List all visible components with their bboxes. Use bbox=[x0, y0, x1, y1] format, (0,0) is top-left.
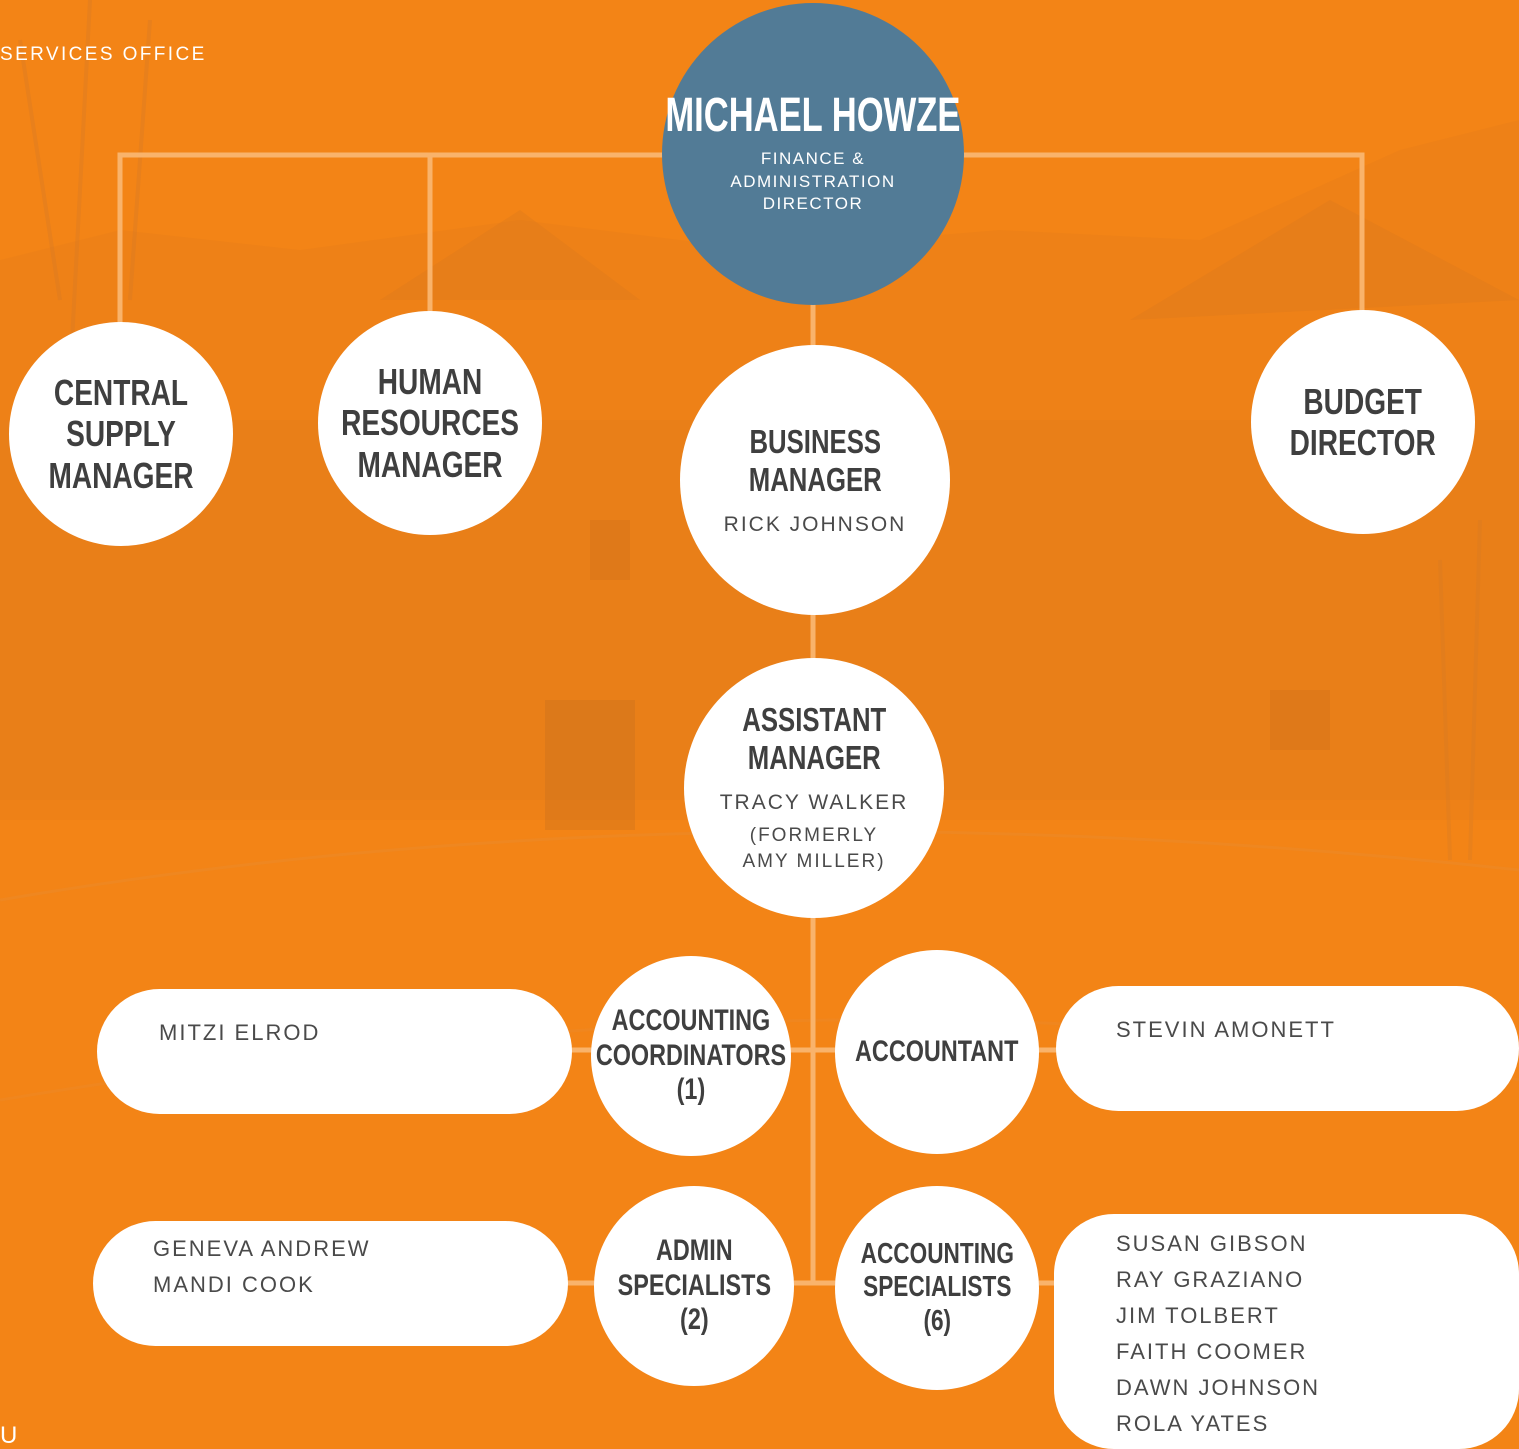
accountant-node: ACCOUNTANT bbox=[835, 950, 1039, 1154]
accounting-coordinators-members: MITZI ELROD bbox=[159, 1015, 320, 1051]
member-name: ROLA YATES bbox=[1116, 1411, 1270, 1436]
budget-director-title: BUDGET DIRECTOR bbox=[1289, 380, 1437, 463]
member-name: JIM TOLBERT bbox=[1116, 1303, 1280, 1328]
business-manager-node: BUSINESS MANAGER RICK JOHNSON bbox=[680, 345, 950, 615]
accounting-coordinators-members-card: MITZI ELROD bbox=[97, 989, 572, 1114]
assistant-manager-former-note: (FORMERLY AMY MILLER) bbox=[742, 825, 886, 872]
budget-director-node: BUDGET DIRECTOR bbox=[1251, 310, 1475, 534]
assistant-manager-person: TRACY WALKER bbox=[719, 791, 909, 815]
accountant-members: STEVIN AMONETT bbox=[1116, 1012, 1336, 1048]
director-title: FINANCE & ADMINISTRATION DIRECTOR bbox=[730, 148, 896, 214]
admin-specialists-title: ADMIN SPECIALISTS (2) bbox=[617, 1234, 771, 1337]
accounting-specialists-members-card: SUSAN GIBSON RAY GRAZIANO JIM TOLBERT FA… bbox=[1054, 1214, 1519, 1449]
assistant-manager-title: ASSISTANT MANAGER bbox=[742, 701, 886, 777]
accountant-title: ACCOUNTANT bbox=[855, 1034, 1019, 1068]
human-resources-manager-node: HUMAN RESOURCES MANAGER bbox=[318, 311, 542, 535]
member-name: RAY GRAZIANO bbox=[1116, 1267, 1305, 1292]
member-name: MANDI COOK bbox=[153, 1272, 315, 1297]
assistant-manager-node: ASSISTANT MANAGER TRACY WALKER (FORMERLY… bbox=[684, 658, 944, 918]
accountant-members-card: STEVIN AMONETT bbox=[1056, 986, 1519, 1111]
accounting-specialists-title: ACCOUNTING SPECIALISTS (6) bbox=[860, 1237, 1014, 1337]
admin-specialists-node: ADMIN SPECIALISTS (2) bbox=[594, 1186, 794, 1386]
member-name: GENEVA ANDREW bbox=[153, 1236, 371, 1261]
member-name: MITZI ELROD bbox=[159, 1020, 321, 1045]
director-node: MICHAEL HOWZE FINANCE & ADMINISTRATION D… bbox=[662, 3, 964, 305]
business-manager-title: BUSINESS MANAGER bbox=[748, 423, 882, 498]
member-name: SUSAN GIBSON bbox=[1116, 1231, 1308, 1256]
human-resources-manager-title: HUMAN RESOURCES MANAGER bbox=[341, 360, 519, 485]
accounting-coordinators-node: ACCOUNTING COORDINATORS (1) bbox=[591, 956, 791, 1156]
admin-specialists-members-card: GENEVA ANDREW MANDI COOK bbox=[93, 1221, 568, 1346]
member-name: STEVIN AMONETT bbox=[1116, 1017, 1336, 1042]
director-name: MICHAEL HOWZE bbox=[665, 88, 961, 142]
accounting-coordinators-title: ACCOUNTING COORDINATORS (1) bbox=[595, 1004, 787, 1107]
accounting-specialists-node: ACCOUNTING SPECIALISTS (6) bbox=[835, 1186, 1039, 1390]
admin-specialists-members: GENEVA ANDREW MANDI COOK bbox=[153, 1231, 371, 1303]
business-manager-person: RICK JOHNSON bbox=[723, 512, 907, 536]
member-name: DAWN JOHNSON bbox=[1116, 1375, 1321, 1400]
member-name: FAITH COOMER bbox=[1116, 1339, 1308, 1364]
central-supply-manager-node: CENTRAL SUPPLY MANAGER bbox=[9, 322, 233, 546]
office-header-text: SERVICES OFFICE bbox=[0, 44, 207, 65]
accounting-specialists-members: SUSAN GIBSON RAY GRAZIANO JIM TOLBERT FA… bbox=[1116, 1226, 1320, 1442]
footer-logo-fragment: U bbox=[0, 1422, 18, 1449]
central-supply-manager-title: CENTRAL SUPPLY MANAGER bbox=[48, 371, 194, 496]
